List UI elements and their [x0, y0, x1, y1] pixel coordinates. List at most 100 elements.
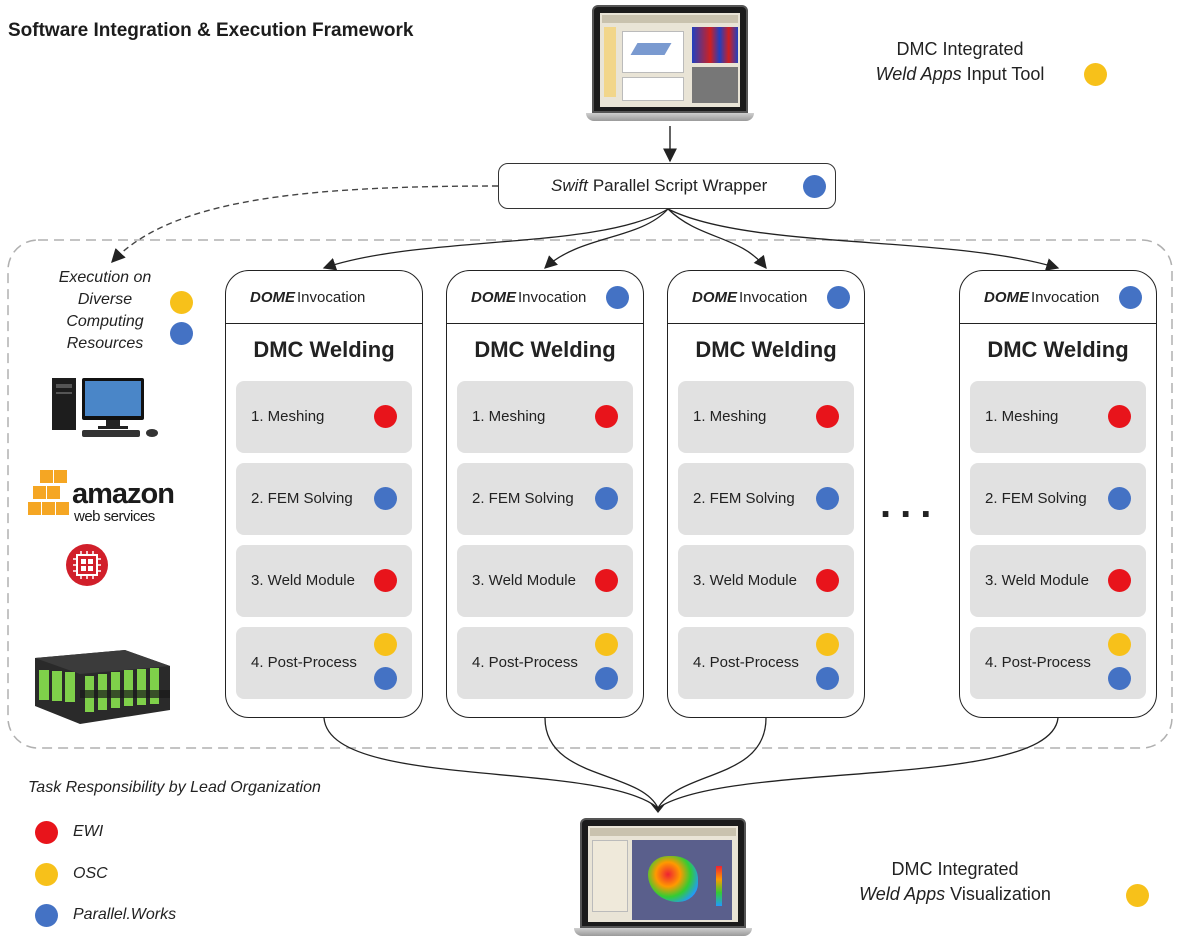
- visualization-italic: Weld Apps: [859, 884, 946, 904]
- parallel-works-dot: [1108, 667, 1131, 690]
- parallel-works-dot: [1119, 286, 1142, 309]
- legend-item-ewi: EWI: [35, 820, 103, 844]
- invocation-label: Invocation: [297, 288, 366, 306]
- ellipsis: ...: [880, 482, 941, 526]
- parallel-works-dot: [374, 667, 397, 690]
- parallel-works-dot: [827, 286, 850, 309]
- visualization-rest: Visualization: [950, 884, 1051, 904]
- step-label: 4. Post-Process: [693, 654, 799, 671]
- step-label: 1. Meshing: [693, 408, 767, 425]
- step-label: 3. Weld Module: [251, 572, 355, 589]
- dmc-welding-column: DOME Invocation DMC Welding 1. Meshing 2…: [446, 270, 644, 718]
- osc-dot: [1108, 633, 1131, 656]
- swift-rest: Parallel Script Wrapper: [592, 176, 768, 195]
- parallel-works-dot: [606, 286, 629, 309]
- step-label: 4. Post-Process: [472, 654, 578, 671]
- step-post-process: 4. Post-Process: [457, 627, 633, 699]
- parallel-works-dot: [816, 487, 839, 510]
- step-post-process: 4. Post-Process: [678, 627, 854, 699]
- osc-dot: [1084, 63, 1107, 86]
- dmc-welding-column: DOME Invocation DMC Welding 1. Meshing 2…: [225, 270, 423, 718]
- arrow-col2-to-output: [544, 717, 659, 809]
- dome-label: DOME: [471, 288, 516, 306]
- aws-logo: amazon web services: [28, 468, 178, 528]
- step-label: 1. Meshing: [985, 408, 1059, 425]
- input-tool-italic: Weld Apps: [875, 64, 962, 84]
- input-tool-rest: Input Tool: [966, 64, 1045, 84]
- aws-subtext: web services: [74, 508, 155, 525]
- execution-line: Diverse: [77, 291, 133, 308]
- parallel-works-dot: [595, 487, 618, 510]
- step-label: 1. Meshing: [251, 408, 325, 425]
- dmc-welding-column: DOME Invocation DMC Welding 1. Meshing 2…: [667, 270, 865, 718]
- arrow-wrapper-to-col2: [544, 208, 669, 269]
- visualization-laptop: [574, 818, 752, 936]
- visualization-label: DMC Integrated Weld Apps Visualization: [840, 857, 1070, 907]
- osc-dot: [1126, 884, 1149, 907]
- ewi-dot: [35, 820, 58, 844]
- step-fem-solving: 2. FEM Solving: [236, 463, 412, 535]
- step-meshing: 1. Meshing: [678, 381, 854, 453]
- supercomputer-icon: [35, 650, 170, 724]
- ewi-dot: [595, 569, 618, 592]
- ewi-dot: [595, 405, 618, 428]
- visualization-line1: DMC Integrated: [891, 859, 1019, 879]
- page-title: Software Integration & Execution Framewo…: [8, 20, 414, 41]
- ewi-dot: [816, 569, 839, 592]
- step-meshing: 1. Meshing: [236, 381, 412, 453]
- parallel-works-dot: [170, 322, 193, 345]
- osc-dot: [35, 862, 58, 886]
- step-weld-module: 3. Weld Module: [970, 545, 1146, 617]
- column-title: DMC Welding: [474, 337, 616, 362]
- step-label: 2. FEM Solving: [472, 490, 574, 507]
- arrow-col4-to-output: [657, 717, 1059, 809]
- input-tool-line2: Weld Apps Input Tool: [850, 62, 1070, 87]
- dome-invocation-header: DOME Invocation: [668, 271, 864, 324]
- osc-logo-icon: [66, 544, 108, 586]
- step-label: 2. FEM Solving: [251, 490, 353, 507]
- arrow-wrapper-to-col3: [667, 208, 767, 270]
- step-post-process: 4. Post-Process: [970, 627, 1146, 699]
- legend-label: EWI: [73, 823, 104, 840]
- column-title: DMC Welding: [253, 337, 395, 362]
- execution-line: Computing: [66, 313, 144, 330]
- step-label: 2. FEM Solving: [693, 490, 795, 507]
- step-label: 2. FEM Solving: [985, 490, 1087, 507]
- aws-wordmark: amazon: [72, 478, 175, 510]
- step-label: 1. Meshing: [472, 408, 546, 425]
- arrow-wrapper-to-execution: [111, 185, 499, 264]
- parallel-works-dot: [1108, 487, 1131, 510]
- osc-dot: [170, 291, 193, 314]
- execution-line: Execution on: [58, 269, 152, 286]
- input-tool-line1: DMC Integrated: [896, 39, 1024, 59]
- desktop-computer-icon: [52, 378, 158, 437]
- step-label: 4. Post-Process: [251, 654, 357, 671]
- input-tool-laptop: [586, 5, 754, 123]
- input-tool-label: DMC Integrated Weld Apps Input Tool: [850, 37, 1070, 87]
- legend-title: Task Responsibility by Lead Organization: [28, 779, 321, 796]
- dome-invocation-header: DOME Invocation: [226, 271, 422, 324]
- osc-dot: [374, 633, 397, 656]
- ewi-dot: [374, 405, 397, 428]
- column-title: DMC Welding: [987, 337, 1129, 362]
- legend-item-parallel-works: Parallel.Works: [35, 903, 176, 927]
- parallel-works-dot: [35, 903, 58, 927]
- step-meshing: 1. Meshing: [457, 381, 633, 453]
- step-post-process: 4. Post-Process: [236, 627, 412, 699]
- step-weld-module: 3. Weld Module: [678, 545, 854, 617]
- legend-label: OSC: [73, 865, 108, 882]
- step-label: 3. Weld Module: [472, 572, 576, 589]
- invocation-label: Invocation: [1031, 288, 1100, 306]
- ewi-dot: [816, 405, 839, 428]
- parallel-works-dot: [595, 667, 618, 690]
- legend-label: Parallel.Works: [73, 906, 177, 923]
- dome-label: DOME: [692, 288, 737, 306]
- step-fem-solving: 2. FEM Solving: [457, 463, 633, 535]
- invocation-label: Invocation: [518, 288, 587, 306]
- step-label: 3. Weld Module: [693, 572, 797, 589]
- step-fem-solving: 2. FEM Solving: [678, 463, 854, 535]
- dmc-welding-column: DOME Invocation DMC Welding 1. Meshing 2…: [959, 270, 1157, 718]
- invocation-label: Invocation: [739, 288, 808, 306]
- ewi-dot: [1108, 405, 1131, 428]
